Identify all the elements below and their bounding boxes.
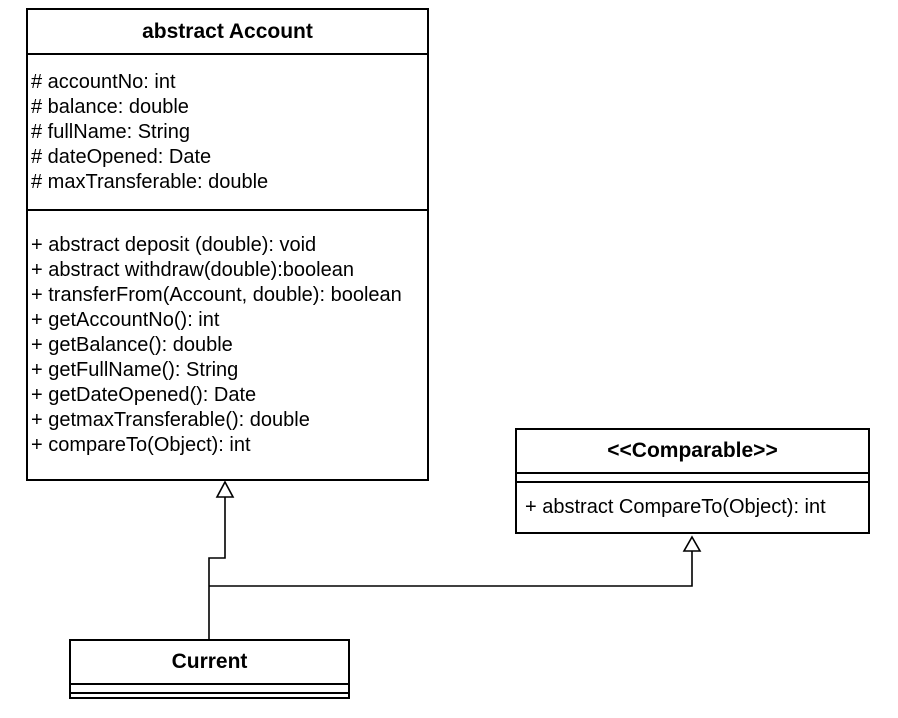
attribute-line: # fullName: String [31, 121, 190, 143]
method-line: + abstract CompareTo(Object): int [525, 496, 826, 518]
method-line: + getFullName(): String [31, 359, 239, 381]
generalization-edge-current-comparable[interactable] [209, 551, 693, 587]
methods-compartment-current [71, 692, 348, 697]
attribute-line: # maxTransferable: double [31, 171, 269, 193]
attribute-line: # balance: double [31, 96, 189, 118]
method-line: + getmaxTransferable(): double [31, 409, 310, 431]
attribute-line: # dateOpened: Date [31, 146, 212, 168]
generalization-arrowhead-comparable[interactable] [682, 535, 702, 552]
class-title-current: Current [171, 650, 248, 673]
method-line: + getBalance(): double [31, 334, 233, 356]
method-line: + getAccountNo(): int [31, 309, 220, 331]
generalization-arrowhead-account[interactable] [215, 480, 235, 498]
class-title-comparable: <<Comparable>> [607, 439, 778, 462]
method-line: + getDateOpened(): Date [31, 384, 257, 406]
class-box-current[interactable]: Current [69, 639, 350, 699]
methods-compartment-account: + abstract deposit (double): void + abst… [28, 209, 427, 479]
class-title-account: abstract Account [142, 19, 313, 43]
attributes-compartment-account: # accountNo: int # balance: double # ful… [28, 53, 427, 209]
attributes-compartment-comparable [517, 472, 868, 481]
generalization-edge-current-account[interactable] [208, 497, 226, 639]
attribute-line: # accountNo: int [31, 71, 176, 93]
method-line: + abstract deposit (double): void [31, 234, 317, 256]
method-line: + transferFrom(Account, double): boolean [31, 284, 402, 306]
attributes-compartment-current [71, 683, 348, 692]
method-line: + compareTo(Object): int [31, 434, 251, 456]
methods-compartment-comparable: + abstract CompareTo(Object): int [517, 481, 868, 532]
method-line: + abstract withdraw(double):boolean [31, 259, 354, 281]
class-box-comparable[interactable]: <<Comparable>> + abstract CompareTo(Obje… [515, 428, 870, 534]
class-box-account[interactable]: abstract Account # accountNo: int # bala… [26, 8, 429, 481]
